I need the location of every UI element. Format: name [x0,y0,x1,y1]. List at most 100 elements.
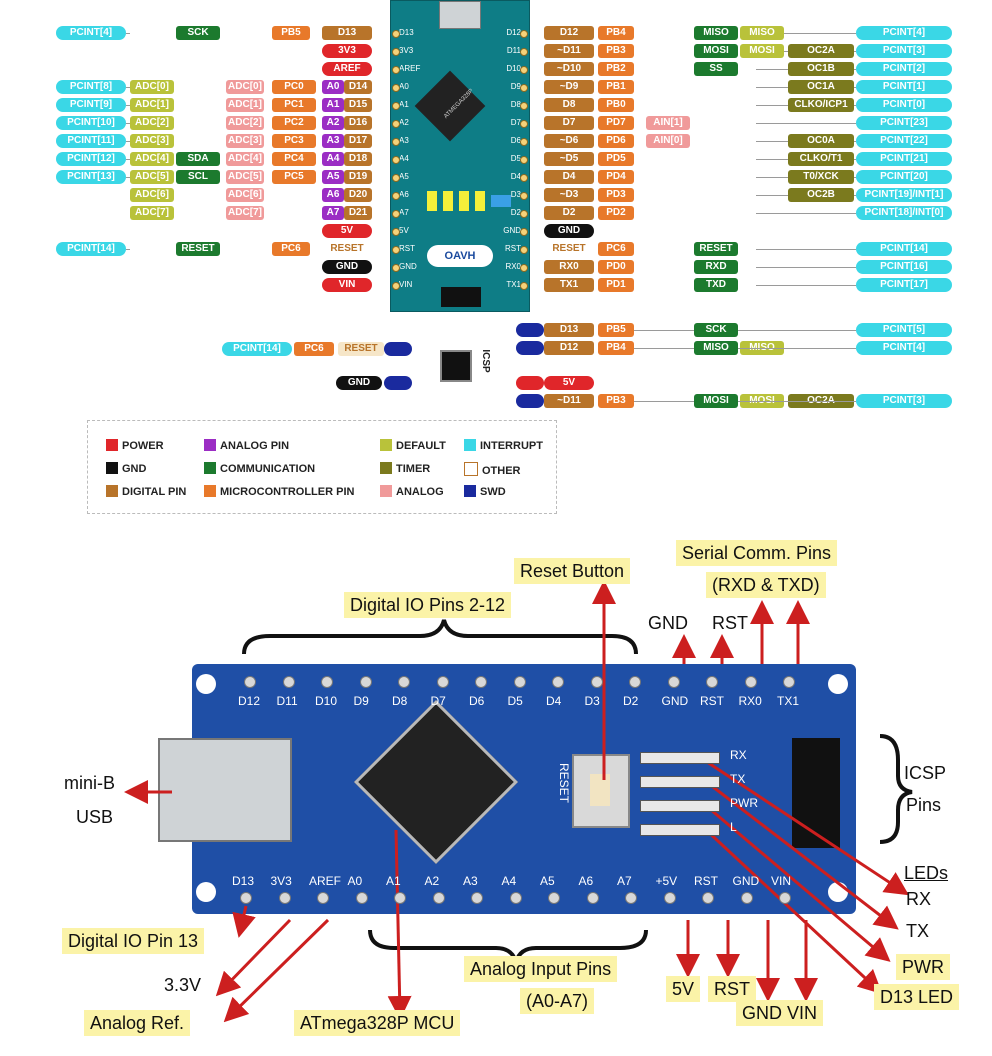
board-pin-bottom: A1 [386,874,401,888]
pin-label: OC0A [788,134,854,148]
pin-label: RESET [694,242,738,256]
pin-label: D4 [544,170,594,184]
pin-label: PC2 [272,116,316,130]
pin-label: MOSI [694,394,738,408]
pin-label: PD4 [598,170,634,184]
callout-analog-input-line1: Analog Input Pins [464,956,617,982]
board-pin-bottom: +5V [656,874,678,888]
pin-label: PC6 [294,342,334,356]
callout-arrow [220,920,290,992]
pin-hole [510,892,522,904]
pin-label: PCINT[3] [856,44,952,58]
pin-label: ADC[7] [130,206,174,220]
connector-line [738,401,856,402]
pin-hole [398,676,410,688]
pin-label: ~D11 [544,394,594,408]
connector-line [756,213,856,214]
pin-hole [433,892,445,904]
pin-label: PCINT[4] [856,341,952,355]
pin-label: PCINT[4] [856,26,952,40]
pin-label: PD2 [598,206,634,220]
pin-hole [587,892,599,904]
pin-hole [279,892,291,904]
pin-hole [317,892,329,904]
pin-label: A4 [322,152,344,166]
pin-label: ~D5 [544,152,594,166]
pin-label: PB3 [598,44,634,58]
pin-label: ~D3 [544,188,594,202]
pin-label: ADC[2] [226,116,264,130]
callout-v33: 3.3V [164,974,201,996]
callout-analog-ref: Analog Ref. [84,1010,190,1036]
pin-label: D13 [322,26,372,40]
pin-hole [394,892,406,904]
callout-mcu: ATmega328P MCU [294,1010,460,1036]
callout-reset-button: Reset Button [514,558,630,584]
pin-label: D13 [544,323,594,337]
pin-label: ADC[7] [226,206,264,220]
board-pin-top: D10 [315,694,337,708]
connector-line [738,348,856,349]
pin-label: PCINT[8] [56,80,126,94]
pin-hole [437,676,449,688]
pin-label: A2 [322,116,344,130]
pin-label: D2 [544,206,594,220]
callout-d13-led: D13 LED [874,984,959,1010]
connector-line [126,249,130,250]
pin-hole [625,892,637,904]
pin-label: PD3 [598,188,634,202]
pin-label: ~D11 [544,44,594,58]
pin-label: D12 [544,341,594,355]
board-pin-top: D6 [469,694,484,708]
swd-marker [516,394,544,408]
pin-label: PCINT[10] [56,116,126,130]
callout-rst2: RST [708,976,756,1002]
pin-label: RESET [338,342,384,356]
pin-label: PCINT[14] [222,342,292,356]
pin-label: D8 [544,98,594,112]
pin-label: A0 [322,80,344,94]
callout-icsp-line2: Pins [906,794,941,816]
connector-line [738,330,856,331]
pin-label: OC1B [788,62,854,76]
pin-label: ADC[5] [130,170,174,184]
pin-label: PC0 [272,80,316,94]
pin-label: PCINT[3] [856,394,952,408]
pin-label: D14 [344,80,372,94]
pin-label: PB0 [598,98,634,112]
pin-hole [240,892,252,904]
pin-label: PCINT[14] [56,242,126,256]
pin-label: MISO [694,341,738,355]
pin-label: 5V [544,376,594,390]
pin-label: ADC[6] [226,188,264,202]
pin-label: RX0 [544,260,594,274]
onboard-led-text: PWR [730,796,758,810]
pin-label: RESET [544,242,594,256]
pin-label: PCINT[13] [56,170,126,184]
pin-label: SCL [176,170,220,184]
pin-label: MOSI [694,44,738,58]
pin-label: ~D10 [544,62,594,76]
board-pin-bottom: RST [694,874,718,888]
pin-label: AREF [322,62,372,76]
onboard-led-text: RX [730,748,747,762]
pin-label: PCINT[20] [856,170,952,184]
board-pin-top: D8 [392,694,407,708]
board-pin-bottom: A7 [617,874,632,888]
pin-label: D15 [344,98,372,112]
pin-label: PCINT[1] [856,80,952,94]
callout-arrow [240,906,246,932]
pin-label: SS [694,62,738,76]
callout-mini-b-line2: USB [76,806,113,828]
pin-label: PCINT[18]/INT[0] [856,206,952,220]
callout-arrow [704,828,878,990]
onboard-led-text: L [730,820,737,834]
pin-hole [475,676,487,688]
pin-label: CLKO/T1 [788,152,854,166]
callout-serial-line1: Serial Comm. Pins [676,540,837,566]
pin-label: D19 [344,170,372,184]
pin-label: PD1 [598,278,634,292]
pin-label: PCINT[4] [56,26,126,40]
pin-label: ~D6 [544,134,594,148]
pin-label: PCINT[19]/INT[1] [856,188,952,202]
